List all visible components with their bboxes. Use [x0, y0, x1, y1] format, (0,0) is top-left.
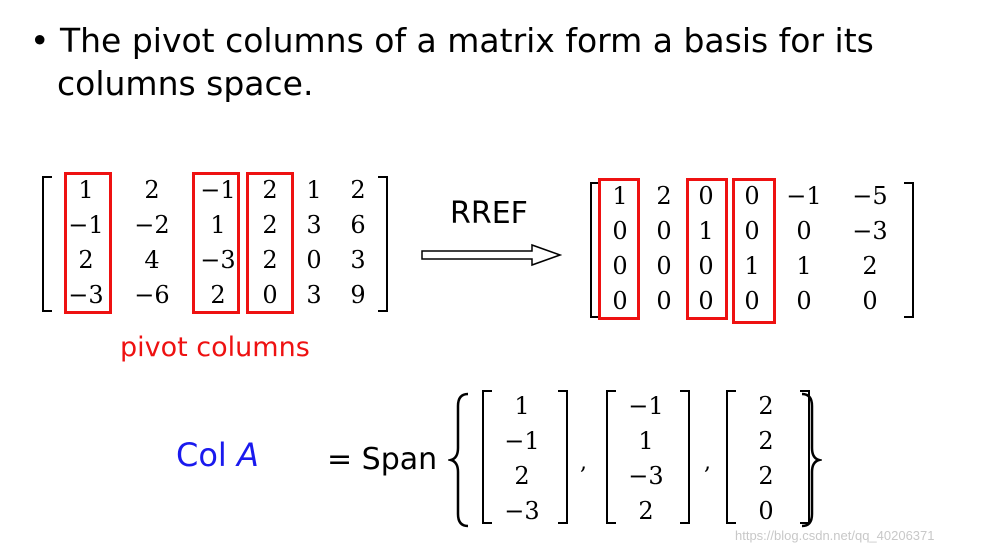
span-vector-entry: 2	[758, 462, 774, 490]
bullet-text-line-1: The pivot columns of a matrix form a bas…	[59, 21, 874, 60]
matrix-a-cell: 1	[78, 176, 94, 204]
matrix-rref-cell: 0	[744, 182, 760, 210]
matrix-rref-cell: 2	[656, 182, 672, 210]
span-vector-entry: 1	[638, 427, 654, 455]
matrix-a-cell: 0	[306, 246, 322, 274]
matrix-a-cell: 2	[144, 176, 160, 204]
matrix-a-cell: 2	[262, 246, 278, 274]
watermark: https://blog.csdn.net/qq_40206371	[735, 528, 935, 543]
matrix-rref-cell: −5	[852, 182, 888, 210]
span-vector-2: −1 1 −3 2	[604, 388, 694, 528]
matrix-a-cell: 9	[350, 281, 366, 309]
comma-2: ,	[704, 450, 711, 475]
span-vector-entry: 2	[758, 392, 774, 420]
matrix-a-cell: −3	[200, 246, 236, 274]
matrix-a-cell: 0	[262, 281, 278, 309]
bullet-symbol: •	[30, 21, 50, 60]
matrix-a-cell: −6	[134, 281, 170, 309]
matrix-rref-cell: 1	[698, 217, 714, 245]
matrix-rref-cell: 0	[612, 252, 628, 280]
matrix-rref-cell: 1	[744, 252, 760, 280]
matrix-rref-cell: 0	[744, 217, 760, 245]
matrix-a-cell: 3	[306, 211, 322, 239]
pivot-box-r-col3	[686, 178, 728, 320]
left-brace-icon	[448, 392, 469, 528]
matrix-a-cell: 2	[262, 176, 278, 204]
col-text: Col	[176, 436, 227, 474]
col-a-label: Col A	[176, 436, 259, 474]
pivot-box-a-col1	[64, 172, 112, 314]
comma-1: ,	[580, 450, 587, 475]
matrix-rref-cell: 0	[656, 217, 672, 245]
matrix-rref-cell: 1	[612, 182, 628, 210]
span-vector-entry: 0	[758, 497, 774, 525]
equals-span-label: = Span	[327, 442, 438, 477]
pivot-columns-label: pivot columns	[120, 332, 310, 363]
span-vector-entry: −1	[628, 392, 664, 420]
matrix-a-cell: 3	[350, 246, 366, 274]
matrix-a-cell: 4	[144, 246, 160, 274]
span-vector-right-bracket	[558, 390, 568, 524]
matrix-a-cell: 2	[78, 246, 94, 274]
matrix-a-cell: 2	[210, 281, 226, 309]
span-vector-right-bracket	[680, 390, 690, 524]
matrix-rref-cell: 0	[612, 287, 628, 315]
matrix-rref-cell: −3	[852, 217, 888, 245]
span-vector-left-bracket	[726, 390, 736, 524]
matrix-rref-cell: 0	[796, 217, 812, 245]
matrix-rref-cell: 0	[698, 252, 714, 280]
span-vector-left-bracket	[606, 390, 616, 524]
matrix-a-left-bracket	[42, 176, 52, 312]
matrix-rref-cell: 2	[862, 252, 878, 280]
bullet-line-1: • The pivot columns of a matrix form a b…	[30, 20, 874, 62]
matrix-a-cell: 2	[350, 176, 366, 204]
right-brace-icon	[801, 392, 822, 528]
pivot-box-r-col4	[732, 178, 776, 324]
col-var: A	[236, 436, 259, 474]
matrix-rref-cell: 1	[796, 252, 812, 280]
matrix-a-cell: −2	[134, 211, 170, 239]
matrix-rref-cell: 0	[862, 287, 878, 315]
matrix-rref-cell: 0	[698, 287, 714, 315]
matrix-a-cell: −3	[68, 281, 104, 309]
rref-label: RREF	[450, 196, 528, 231]
span-vector-entry: −3	[504, 497, 540, 525]
span-vector-entry: 2	[758, 427, 774, 455]
pivot-box-a-col3	[192, 172, 240, 314]
span-vector-left-bracket	[482, 390, 492, 524]
matrix-a-cell: 6	[350, 211, 366, 239]
matrix-rref-right-bracket	[904, 182, 914, 318]
matrix-a-cell: −1	[200, 176, 236, 204]
matrix-a-cell: −1	[68, 211, 104, 239]
span-vector-entry: −3	[628, 462, 664, 490]
bullet-line-2: columns space.	[57, 63, 313, 105]
bullet-text-line-2: columns space.	[57, 64, 314, 103]
matrix-rref-cell: 0	[612, 217, 628, 245]
span-vector-entry: −1	[504, 427, 540, 455]
matrix-rref-cell: 0	[656, 252, 672, 280]
matrix-a-right-bracket	[378, 176, 388, 312]
matrix-a-cell: 1	[306, 176, 322, 204]
rref-arrow-icon	[421, 243, 562, 267]
span-vector-entry: 2	[638, 497, 654, 525]
matrix-rref-cell: 0	[796, 287, 812, 315]
matrix-a-cell: 3	[306, 281, 322, 309]
span-vector-1: 1 −1 2 −3	[480, 388, 570, 528]
span-vector-right-bracket	[800, 390, 810, 524]
span-vector-3: 2 2 2 0	[724, 388, 814, 528]
matrix-rref-left-bracket	[590, 182, 600, 318]
matrix-rref-cell: −1	[786, 182, 822, 210]
matrix-rref-cell: 0	[744, 287, 760, 315]
span-vector-entry: 2	[514, 462, 530, 490]
matrix-rref-cell: 0	[656, 287, 672, 315]
span-vector-entry: 1	[514, 392, 530, 420]
matrix-a-cell: 2	[262, 211, 278, 239]
matrix-a-cell: 1	[210, 211, 226, 239]
pivot-box-r-col1	[598, 178, 640, 320]
matrix-rref-cell: 0	[698, 182, 714, 210]
pivot-box-a-col4	[246, 172, 294, 314]
